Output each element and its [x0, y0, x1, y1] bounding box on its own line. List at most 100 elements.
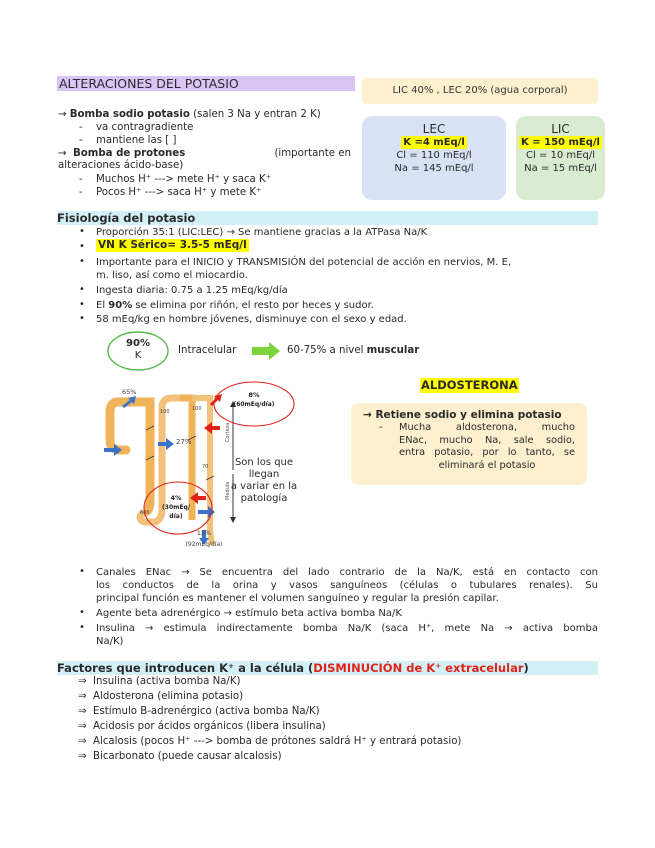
agente-beta: Agente beta adrenérgico → estímulo beta … — [96, 608, 402, 619]
sub-pocos-h: Pocos H⁺ ---> saca H⁺ y mete K⁺ — [96, 187, 262, 198]
fisio-item-importante: Importante para el INICIO y TRANSMISIÓN … — [96, 257, 512, 268]
green-arrow-icon — [252, 342, 280, 360]
blue-arrow-icon — [122, 396, 136, 408]
bullet-dot: • — [79, 622, 85, 633]
lic-cl: Cl = 10 mEq/l — [526, 150, 595, 161]
bullet-dot: • — [79, 226, 85, 237]
factor-item: ⇒ Alcalosis (pocos H⁺ ---> bomba de prót… — [78, 736, 462, 747]
aldosterona-title: ALDOSTERONA — [420, 378, 519, 393]
sub-dash: - — [379, 422, 383, 433]
k-ellipse — [107, 331, 169, 371]
fisio-item-importante-cont: m. liso, así como el miocardio. — [96, 270, 248, 281]
red-arrow-icon — [204, 422, 220, 434]
fisiologia-heading: Fisiología del potasio — [57, 211, 598, 225]
lec-k: K =4 mEq/l — [401, 136, 467, 149]
sub-mantiene: mantiene las [ ] — [96, 135, 177, 146]
tick-mark — [205, 475, 215, 481]
lic-na: Na = 15 mEq/l — [524, 163, 597, 174]
sub-dash: - — [79, 135, 83, 146]
aldosterona-head: → Retiene sodio y elimina potasio — [363, 409, 562, 421]
pct-27: 27% — [176, 438, 192, 446]
bomba-sodio-rest: (salen 3 Na y entran 2 K) — [189, 109, 321, 120]
lic-box: LIC K = 150 mEq/l Cl = 10 mEq/l Na = 15 … — [516, 116, 605, 200]
distal-tubule — [180, 394, 196, 520]
pct-12-sub: (92mEq/día) — [186, 541, 223, 548]
insulina-line: Insulina → estimula indirectamente bomba… — [96, 623, 598, 647]
fisio-item-proporcion: Proporción 35:1 (LIC:LEC) → Se mantiene … — [96, 227, 428, 238]
fisio-item-eliminacion: El 90% se elimina por riñón, el resto po… — [96, 300, 374, 311]
page-title: ALTERACIONES DEL POTASIO — [57, 76, 355, 91]
pct-12: 12% — [197, 529, 211, 537]
bomba-sodio-bold: Bomba sodio potasio — [69, 109, 190, 120]
fisio-item-58: 58 mEq/kg en hombre jóvenes, disminuye c… — [96, 314, 407, 325]
label-600: 600 — [140, 510, 150, 516]
lic-lec-water-box: LIC 40% , LEC 20% (agua corporal) — [362, 78, 598, 104]
label-100b: 100 — [192, 406, 202, 412]
intracelular-result: 60-75% a nivel muscular — [287, 345, 420, 356]
factor-item: ⇒ Bicarbonato (puede causar alcalosis) — [78, 751, 282, 762]
bomba-protones-line2: alteraciones ácido-base) — [58, 160, 184, 171]
sub-contragradiente: va contragradiente — [96, 122, 194, 133]
red-arrow-icon — [190, 492, 206, 504]
factor-item: ⇒ Insulina (activa bomba Na/K) — [78, 676, 241, 687]
aldosterona-box: → Retiene sodio y elimina potasio - Much… — [351, 403, 587, 485]
nephron-tubule — [105, 397, 131, 455]
bullet-dot: • — [79, 299, 85, 310]
collecting-duct — [192, 395, 215, 546]
aldosterona-body: Mucha aldosterona, mucho ENac, mucho Na,… — [399, 422, 575, 471]
blue-arrow-icon — [158, 438, 174, 450]
intracelular-label: Intracelular — [178, 345, 237, 356]
sub-muchos-h: Muchos H⁺ ---> mete H⁺ y saca K⁺ — [96, 174, 272, 185]
tick-mark — [145, 425, 155, 431]
label-70: 70 — [202, 464, 208, 470]
lec-box: LEC K =4 mEq/l Cl = 110 mEq/l Na = 145 m… — [362, 116, 506, 200]
axis-arrow-icon — [230, 517, 236, 523]
intracelular-diagram — [107, 331, 280, 371]
corteza-label: Corteza — [225, 423, 231, 442]
medula-label: Médula — [224, 482, 231, 500]
fisio-item-ingesta: Ingesta diaria: 0.75 a 1.25 mEq/kg/día — [96, 285, 288, 296]
bullet-dot: • — [79, 313, 85, 324]
factor-item: ⇒ Estímulo B-adrenérgico (activa bomba N… — [78, 706, 320, 717]
pct-8: 8% — [248, 391, 260, 399]
bullet-dot: • — [79, 566, 85, 577]
label-100a: 100 — [160, 409, 170, 415]
bomba-sodio-line: → Bomba sodio potasio (salen 3 Na y entr… — [58, 109, 321, 120]
fisio-90-pct: 90% — [108, 300, 133, 311]
bullet-dot: • — [79, 284, 85, 295]
factores-heading: Factores que introducen K⁺ a la célula (… — [57, 661, 598, 675]
lec-na: Na = 145 mEq/l — [394, 163, 474, 174]
lec-cl: Cl = 110 mEq/l — [396, 150, 472, 161]
sub-dash: - — [79, 174, 83, 185]
k-circle-text: 90% K — [126, 338, 150, 361]
bullet-dot: • — [79, 256, 85, 267]
pct-4-sub2: día) — [169, 513, 182, 520]
pct-4: 4% — [170, 494, 182, 502]
sub-dash: - — [79, 122, 83, 133]
ellipse-8pct — [213, 381, 295, 427]
lic-title: LIC — [551, 122, 570, 136]
ellipse-4pct — [143, 481, 213, 535]
sub-dash: - — [79, 187, 83, 198]
tick-mark — [145, 455, 155, 461]
lic-k: K = 150 mEq/l — [519, 136, 602, 149]
tick-mark — [187, 435, 197, 441]
nephron-diagram: Corteza Médula 65% 27% 8% (60mEq/día) 4%… — [104, 381, 295, 548]
proximal-tubule — [118, 397, 155, 517]
factor-item: ⇒ Aldosterona (elimina potasio) — [78, 691, 244, 702]
fisio-item-vn-k: VN K Sérico= 3.5-5 mEq/l — [96, 239, 249, 252]
blue-arrow-icon — [199, 530, 209, 545]
pct-65: 65% — [122, 388, 136, 396]
bomba-protones-rest: (importante en — [274, 148, 351, 159]
bullet-dot: • — [79, 607, 85, 618]
pct-4-sub1: (30mEq/ — [162, 504, 191, 511]
pct-8-sub: (60mEq/día) — [233, 401, 274, 408]
axis-arrow-icon — [230, 401, 236, 407]
bullet-dot: • — [79, 241, 85, 252]
bomba-protones-bold: Bomba de protones — [73, 148, 186, 159]
kidney-note: Son los que llegan a variar en la patolo… — [230, 457, 298, 504]
canales-enac: Canales ENac → Se encuentra del lado con… — [96, 567, 598, 604]
factor-item: ⇒ Acidosis por ácidos orgánicos (libera … — [78, 721, 326, 732]
loop-henle — [136, 394, 180, 526]
red-arrow-icon — [210, 394, 222, 406]
